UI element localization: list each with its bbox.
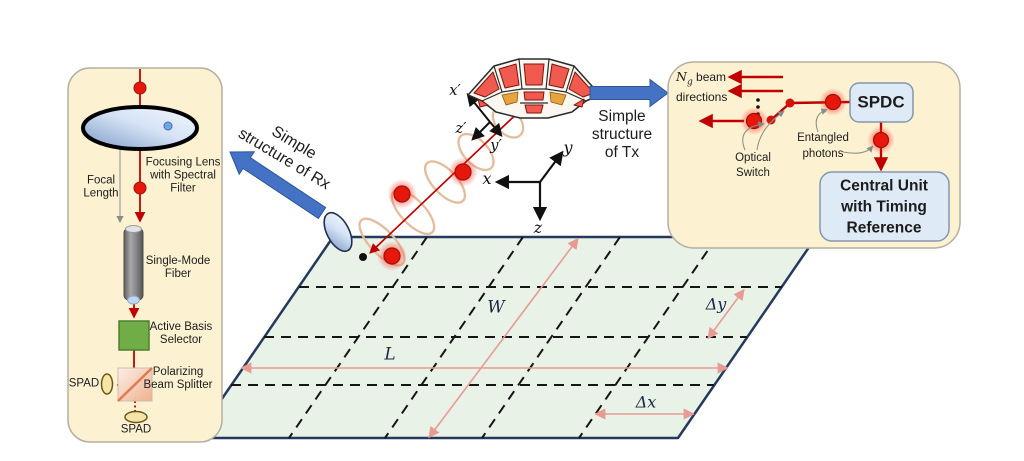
width-arrow [428, 237, 579, 439]
red-emitter-windows [473, 63, 595, 114]
switch-pivot-dot [766, 115, 776, 125]
focal-point-dot [163, 121, 173, 131]
rx-photon-dot-1 [133, 81, 147, 95]
spad-side-label: SPAD [68, 377, 100, 390]
rx-photon-dot-2 [133, 181, 147, 195]
beam-z-axis [471, 121, 491, 141]
body-x-label: x [482, 169, 492, 188]
spad-side-icon [100, 373, 114, 395]
spad-bottom-label: SPAD [120, 423, 152, 436]
beam-frame-axes [466, 92, 503, 141]
uav-transmitter-dome [467, 58, 601, 119]
polarizing-beam-splitter-icon [117, 367, 153, 402]
beam-directions-label: Ng beam directions [676, 69, 728, 105]
beam-photon-2 [387, 179, 417, 209]
body-y-label: y [563, 138, 573, 157]
rx-callout-arrow [229, 151, 327, 220]
delta-x-label: Δx [635, 392, 657, 412]
delta-y-label: Δy [705, 294, 727, 314]
beam-photon-3 [377, 241, 407, 271]
width-label: W [487, 297, 505, 318]
body-z-label: z [533, 218, 543, 237]
beam-direction-arrows [698, 69, 783, 129]
switch-contact-dot [785, 98, 795, 108]
single-mode-fiber-icon [123, 225, 144, 305]
length-label: L [384, 344, 396, 365]
beam-x-label: x′ [449, 83, 461, 99]
measure-arrows [240, 237, 745, 439]
rx-panel [67, 67, 223, 443]
amber-emitter-windows [501, 91, 567, 106]
active-basis-selector-icon [118, 320, 150, 351]
spdc-box [849, 82, 914, 123]
central-unit-box [819, 171, 950, 242]
beam-axis-arrow [369, 103, 528, 254]
rx-panel-box [67, 67, 223, 443]
ground-plane [193, 235, 818, 440]
tx-panel [667, 61, 961, 249]
focusing-lens-icon [81, 105, 199, 151]
body-y-axis [539, 150, 564, 183]
annotation-connectors [742, 108, 874, 154]
beam-z-label: z′ [455, 121, 467, 137]
spad-bottom-icon [124, 410, 148, 424]
beam-photon-1 [448, 157, 478, 187]
beam-y-axis [489, 121, 503, 137]
ground-spot-dot [359, 253, 367, 261]
body-frame-axes [494, 150, 564, 222]
tx-callout-arrow [589, 78, 669, 108]
spdc-label: SPDC [857, 92, 905, 112]
beam-y-label: y′ [490, 138, 502, 154]
photon-beam [323, 103, 528, 271]
receiver-lens-icon [323, 211, 353, 253]
beam-x-axis [466, 92, 491, 123]
delta-y-arrow [707, 288, 745, 340]
entangled-photon-b [867, 126, 895, 154]
